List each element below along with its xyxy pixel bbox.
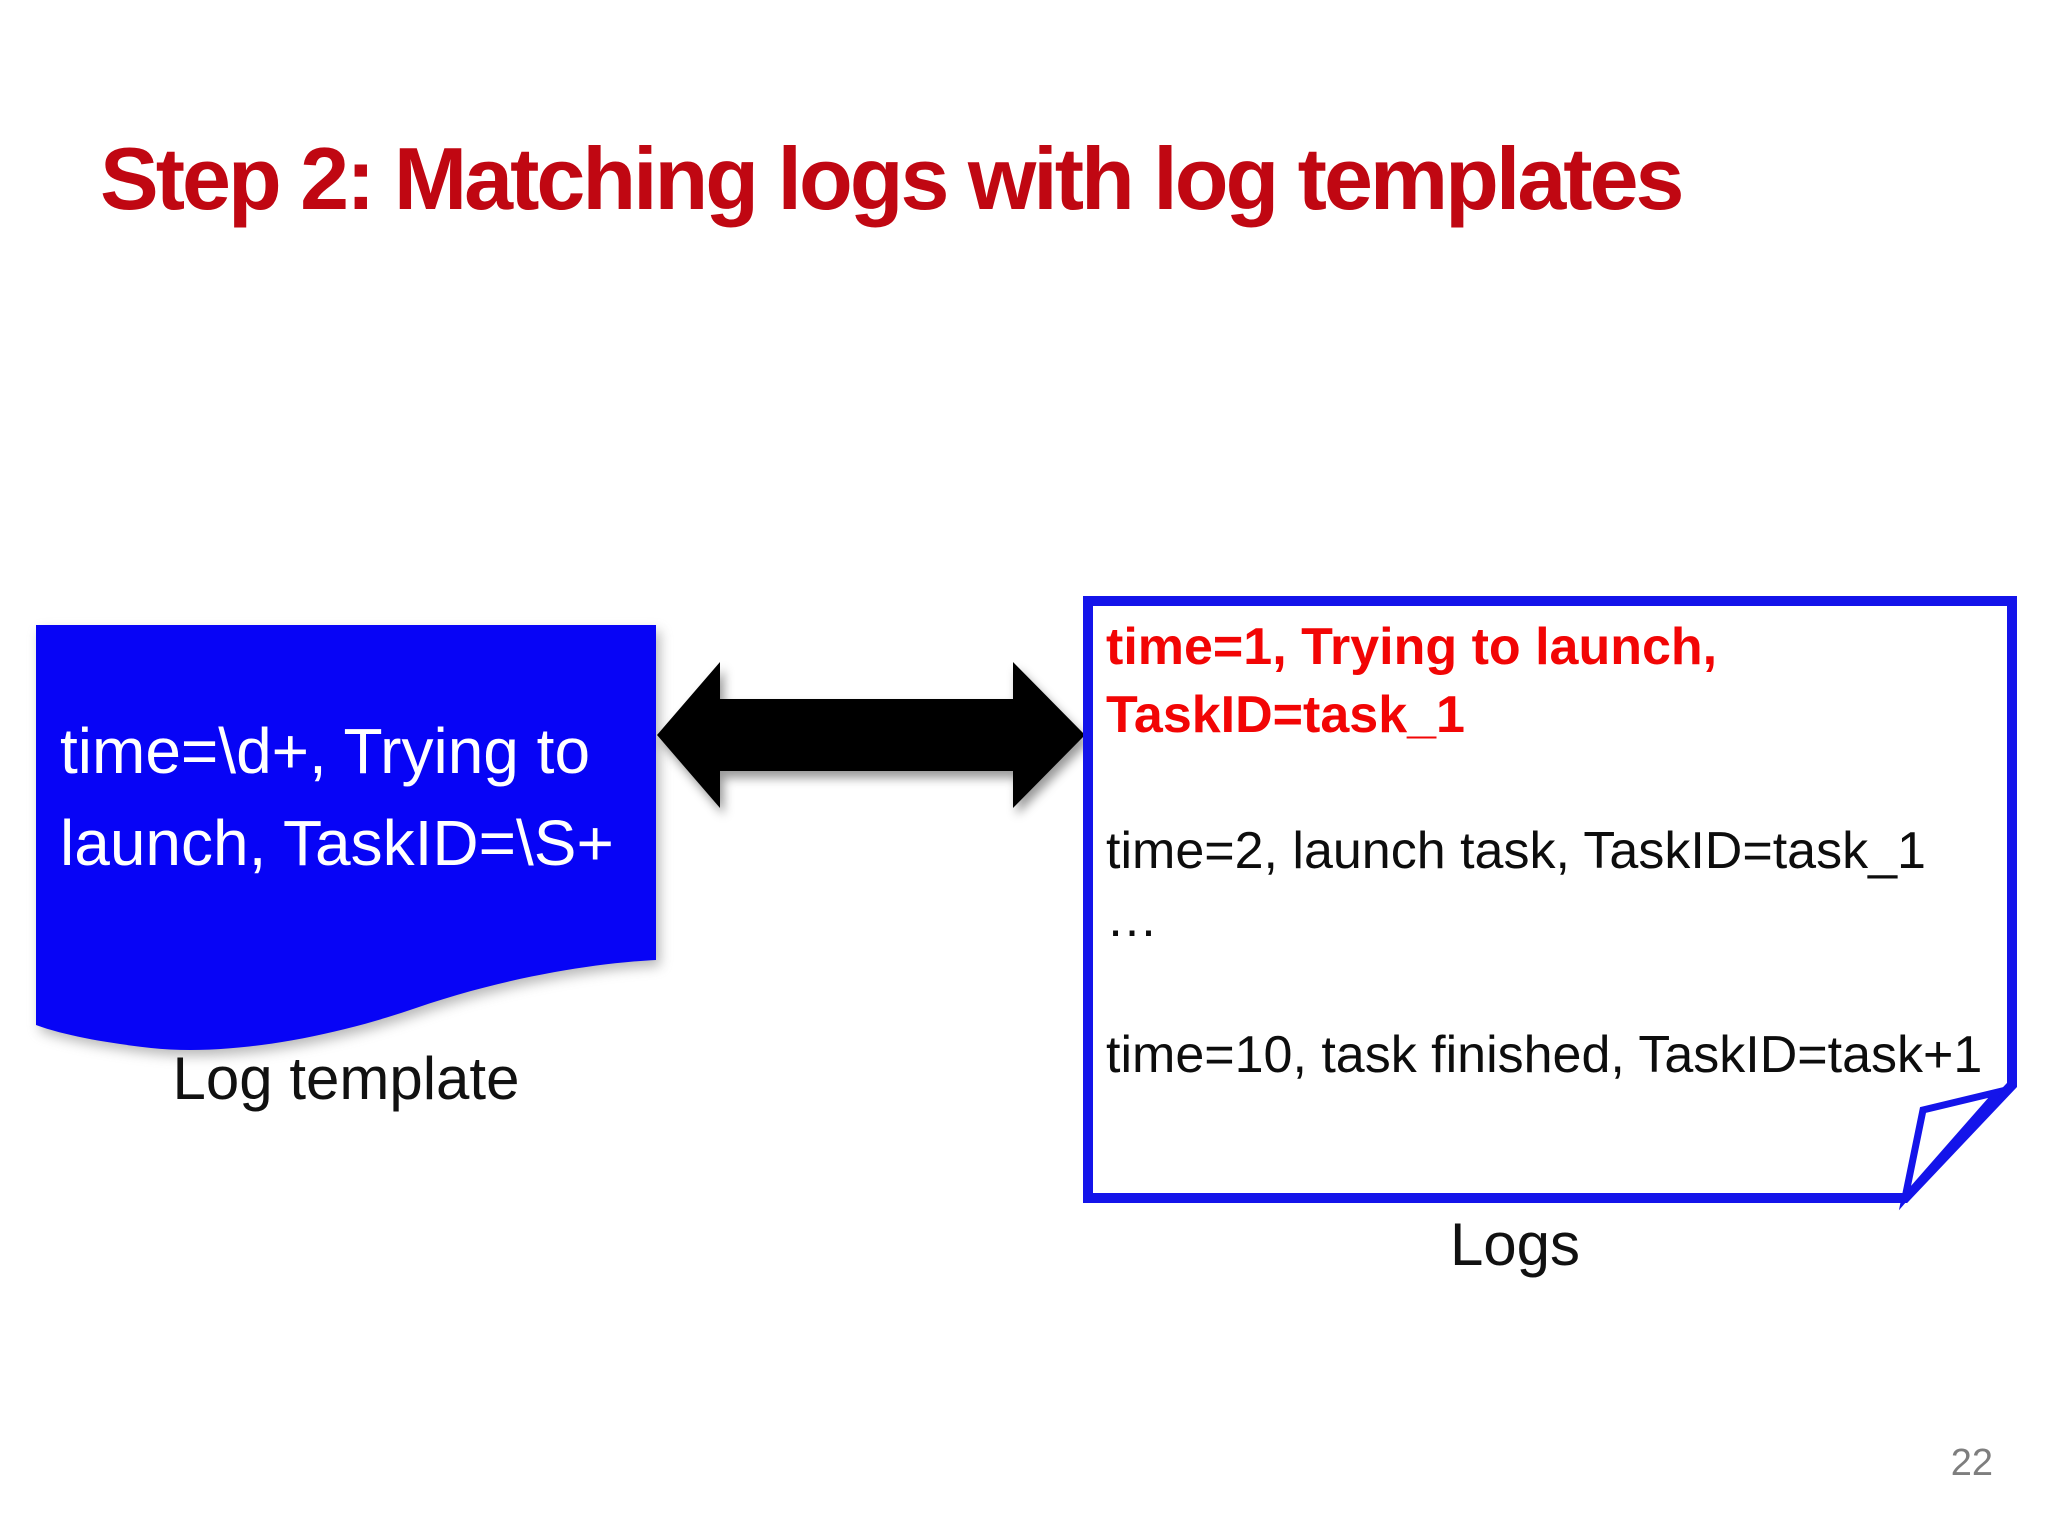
- folded-corner-flap: [1898, 1086, 2008, 1211]
- log-line-spacer-2: [1106, 953, 2001, 1021]
- logs-note-shape: [1083, 596, 2017, 1211]
- log-template-text: time=\d+, Trying to launch, TaskID=\S+: [60, 715, 614, 879]
- log-line-matched-2: TaskID=task_1: [1106, 686, 1465, 744]
- log-line-ellipsis: …: [1106, 890, 1158, 948]
- page-number: 22: [1950, 1442, 1993, 1484]
- log-line-entry-2: time=2, launch task, TaskID=task_1: [1106, 822, 1926, 880]
- log-template-label: Log template: [172, 1045, 520, 1112]
- logs-text-block: time=1, Trying to launch, TaskID=task_1 …: [1106, 613, 2001, 1089]
- log-line-entry-10: time=10, task finished, TaskID=task+1: [1106, 1026, 1983, 1084]
- wavy-document-shape: [36, 625, 656, 1050]
- slide-title: Step 2: Matching logs with log templates: [100, 129, 1684, 228]
- log-line-matched-1: time=1, Trying to launch,: [1106, 618, 1718, 676]
- log-line-spacer-1: [1106, 749, 2001, 817]
- logs-label: Logs: [1449, 1211, 1581, 1278]
- double-arrow-shape: [657, 662, 1085, 808]
- double-arrow-icon: [657, 662, 1085, 808]
- log-template-shape: [36, 625, 656, 1050]
